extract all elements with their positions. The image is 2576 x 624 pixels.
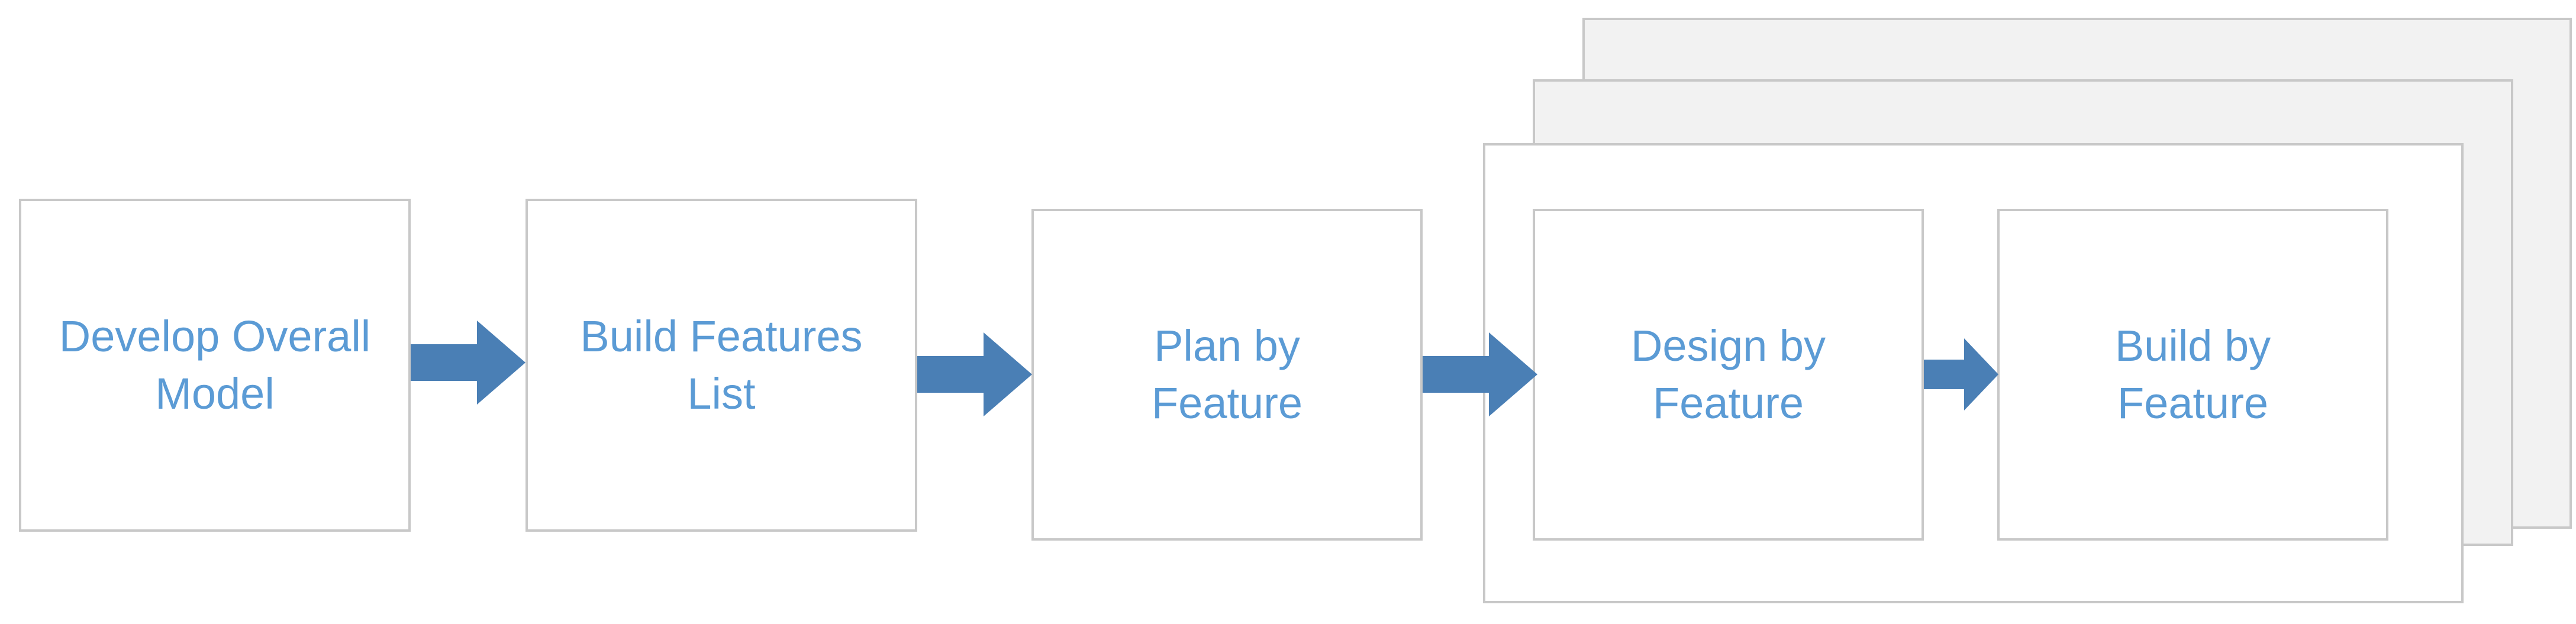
arrow-right-icon <box>1924 338 1998 410</box>
step-label: Build Features List <box>580 312 863 418</box>
arrow-right-icon <box>411 321 525 405</box>
step-build-by-feature: Build by Feature <box>1997 209 2388 541</box>
step-label: Plan by Feature <box>1151 321 1303 428</box>
arrow-right-icon <box>1423 332 1537 416</box>
step-label: Design by Feature <box>1630 321 1826 428</box>
step-build-features-list: Build Features List <box>525 199 917 532</box>
arrow-right-icon <box>917 332 1032 416</box>
step-plan-by-feature: Plan by Feature <box>1031 209 1423 541</box>
step-label: Build by Feature <box>2114 321 2271 428</box>
step-develop-overall-model: Develop Overall Model <box>19 199 411 532</box>
step-design-by-feature: Design by Feature <box>1533 209 1924 541</box>
step-label: Develop Overall Model <box>59 312 371 418</box>
